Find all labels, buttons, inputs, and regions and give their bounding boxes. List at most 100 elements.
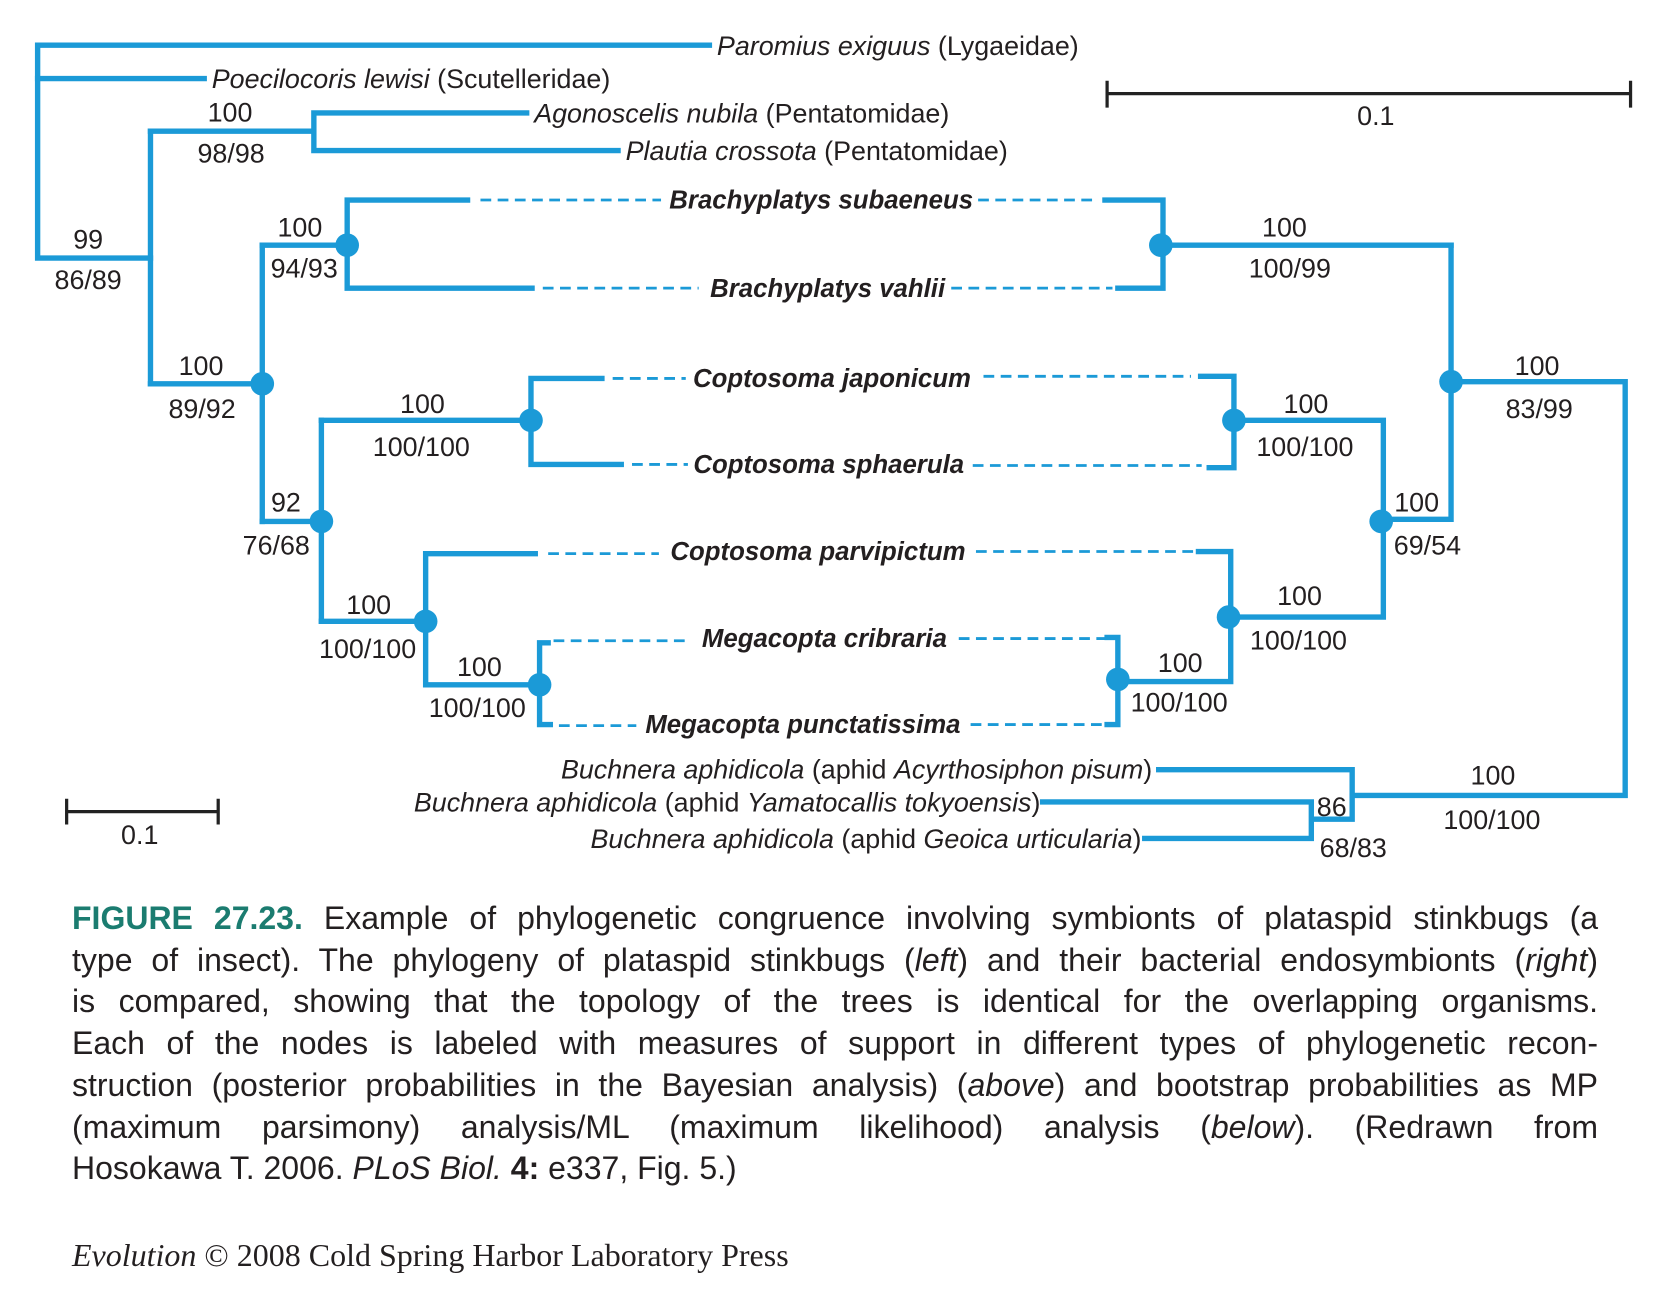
support-below: 94/93 — [271, 253, 338, 283]
copyright-text: © 2008 Cold Spring Harbor Laboratory Pre… — [204, 1237, 789, 1273]
family-name: (Scutelleridae) — [437, 64, 610, 94]
caption-text: above — [967, 1066, 1055, 1103]
branch-plataspidae — [147, 242, 265, 525]
support-above: 99 — [73, 224, 103, 254]
species-name: Agonoscelis nubila — [532, 99, 758, 129]
journal-volume: 4: — [510, 1150, 540, 1187]
taxon-label: Plautia crossota (Pentatomidae) — [626, 136, 1008, 166]
taxon-label: Agonoscelis nubila (Pentatomidae) — [532, 99, 949, 129]
branch-buchnera — [1039, 767, 1355, 842]
caption-text: is compared, showing that the topology o… — [72, 983, 1598, 1020]
support-below: 83/99 — [1506, 394, 1573, 424]
caption-text: Each of the nodes is labeled with measur… — [72, 1025, 1598, 1062]
caption-text: e337, Fig. 5.) — [548, 1150, 737, 1187]
support-below: 100/100 — [429, 693, 526, 723]
caption-line: Hosokawa T. 2006. PLoS Biol. 4: e337, Fi… — [72, 1148, 1598, 1190]
plataspid-label: Coptosoma parvipictum — [670, 538, 965, 566]
support-above: 100 — [1515, 351, 1560, 381]
caption-line: Each of the nodes is labeled with measur… — [72, 1023, 1598, 1065]
support-above: 100 — [1158, 648, 1203, 678]
buchnera-label: Buchnera aphidicola (aphid Acyrthosiphon… — [561, 754, 1152, 784]
support-below: 100/100 — [1131, 688, 1228, 718]
support-below: 98/98 — [197, 138, 264, 168]
host-tree — [34, 42, 713, 728]
family-name: (Pentatomidae) — [766, 99, 950, 129]
caption-line: is compared, showing that the topology o… — [72, 981, 1598, 1023]
species-name: Plautia crossota — [626, 136, 817, 166]
copyright-credit: Evolution © 2008 Cold Spring Harbor Labo… — [72, 1235, 789, 1275]
host-prefix: (aphid — [841, 824, 916, 854]
species-name: Buchnera aphidicola — [561, 754, 804, 784]
caption-text: ). (Redrawn from — [1294, 1108, 1599, 1145]
branch-root — [34, 42, 713, 261]
node-dot — [413, 609, 438, 634]
support-below: 100/100 — [1250, 625, 1347, 655]
buchnera-label: Buchnera aphidicola (aphid Yamatocallis … — [414, 788, 1041, 818]
family-name: (Lygaeidae) — [938, 31, 1079, 61]
node-dot — [519, 408, 543, 433]
plataspid-label: Megacopta punctatissima — [645, 711, 960, 739]
support-above: 100 — [400, 389, 445, 419]
figure-caption: FIGURE 27.23. Example of phylogenetic co… — [72, 898, 1598, 1190]
support-below: 100/100 — [373, 432, 470, 462]
journal-name: PLoS Biol. — [352, 1150, 502, 1187]
species-name: Paromius exiguus — [717, 31, 931, 61]
support-above: 100 — [277, 213, 322, 243]
support-below: 100/99 — [1249, 253, 1331, 283]
species-name: Buchnera aphidicola — [414, 788, 657, 818]
family-name: (Pentatomidae) — [824, 136, 1008, 166]
caption-line: struction (posterior probabilities in th… — [72, 1065, 1598, 1107]
support-below: 69/54 — [1394, 531, 1461, 561]
association-dashes — [480, 198, 1202, 728]
caption-text: Example of phylogenetic congruence invol… — [323, 900, 1599, 936]
host-name: Acyrthosiphon pisum — [892, 754, 1143, 784]
node-dot — [335, 233, 360, 257]
taxon-label: Poecilocoris lewisi (Scutelleridae) — [212, 64, 611, 94]
caption-line: FIGURE 27.23. Example of phylogenetic co… — [72, 898, 1598, 940]
caption-text: (maximum parsimony) analysis/ML (maximum… — [72, 1108, 1211, 1145]
caption-text: type of insect). The phylogeny of platas… — [72, 941, 915, 978]
scale-bar-bottom — [65, 798, 220, 825]
support-below: 76/68 — [243, 531, 310, 561]
support-below: 89/92 — [168, 394, 235, 424]
support-above: 92 — [271, 488, 301, 518]
plataspid-label: Coptosoma sphaerula — [693, 451, 964, 479]
support-above: 100 — [1471, 761, 1516, 791]
support-below: 86/89 — [55, 265, 122, 295]
caption-text: ) and their bacterial endosymbionts ( — [957, 941, 1526, 978]
node-dot — [1149, 233, 1173, 257]
species-name: Buchnera aphidicola — [591, 824, 834, 854]
caption-line: type of insect). The phylogeny of platas… — [72, 940, 1598, 982]
support-above: 100 — [208, 98, 253, 128]
node-dot — [1222, 408, 1246, 433]
host-name: Yamatocallis tokyoensis — [747, 788, 1032, 818]
symbiont-support-values: 100 100/99 100 83/99 100 100/100 100 69/… — [1131, 213, 1573, 863]
scale-bar-label: 0.1 — [121, 820, 158, 850]
support-above: 100 — [1277, 581, 1322, 611]
book-title: Evolution — [72, 1237, 197, 1273]
node-dot — [1439, 369, 1463, 394]
support-below: 100/100 — [1443, 805, 1540, 835]
node-dot — [250, 372, 275, 396]
plataspid-label: Brachyplatys vahlii — [710, 275, 946, 303]
host-support-values: 99 86/89 100 98/98 100 89/92 100 94/93 9… — [55, 98, 526, 723]
support-below: 68/83 — [1320, 833, 1387, 863]
support-below: 100/100 — [319, 634, 416, 664]
support-above: 86 — [1317, 792, 1347, 822]
plataspid-label: Megacopta cribraria — [702, 625, 947, 653]
support-above: 100 — [1284, 389, 1329, 419]
support-above: 100 — [1394, 488, 1439, 518]
caption-text: left — [914, 941, 958, 978]
plataspid-label: Brachyplatys subaeneus — [669, 187, 973, 215]
node-dot — [309, 509, 334, 534]
figure-label: FIGURE 27.23. — [72, 900, 303, 936]
caption-text: right — [1525, 941, 1588, 978]
caption-line: (maximum parsimony) analysis/ML (maximum… — [72, 1107, 1598, 1149]
support-above: 100 — [179, 351, 224, 381]
branch-symbiont-root — [1349, 242, 1628, 799]
species-name: Poecilocoris lewisi — [212, 64, 431, 94]
node-dot — [527, 672, 552, 697]
caption-text: Hosokawa T. 2006. — [72, 1150, 344, 1187]
host-suffix: ) — [1133, 824, 1142, 854]
